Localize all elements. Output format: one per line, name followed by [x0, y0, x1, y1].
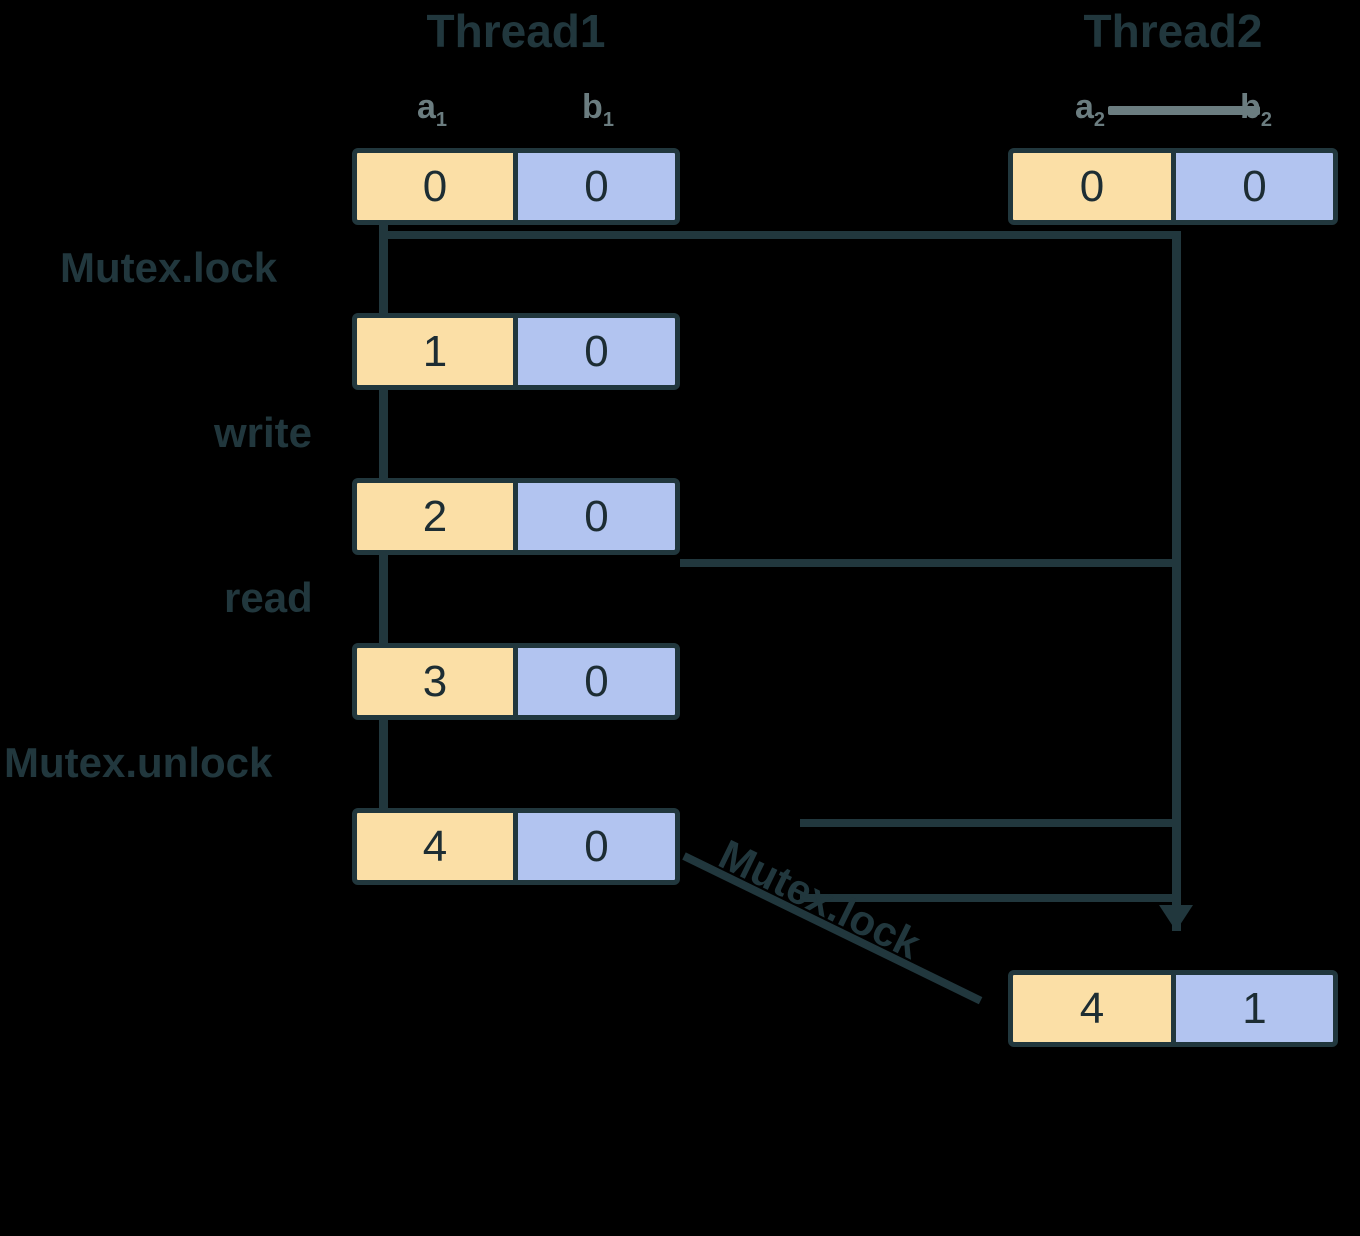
variable-b1-name: b: [582, 88, 603, 126]
operation-label-write: write: [214, 409, 313, 456]
thread1-state-0-b: 0: [518, 153, 675, 220]
variable-b2-name: b: [1240, 88, 1261, 126]
thread1-segment-4: [379, 700, 388, 840]
thread2-state-0-a: 0: [1013, 153, 1176, 220]
thread2-timeline: [1172, 231, 1181, 931]
thread1-state-4-a: 4: [357, 813, 518, 880]
thread1-state-4: 4 0: [352, 808, 680, 885]
thread1-state-2-a: 2: [357, 483, 518, 550]
thread1-state-2-b: 0: [518, 483, 675, 550]
thread1-title: Thread1: [426, 5, 606, 57]
thread1-state-0-a: 0: [357, 153, 518, 220]
thread1-state-0: 0 0: [352, 148, 680, 225]
variable-a2-subscript: 2: [1093, 108, 1106, 131]
variable-b1-subscript: 1: [602, 108, 614, 131]
variable-a2-name: a: [1074, 88, 1094, 126]
thread2-timeline-arrowhead: [1159, 905, 1193, 931]
connector-lock-top: [800, 819, 1176, 827]
variable-label-b2: b2: [1196, 88, 1316, 132]
thread1-state-3-b: 0: [518, 648, 675, 715]
operation-label-mutex-unlock: Mutex.unlock: [4, 739, 273, 786]
variable-label-a1: a1: [372, 88, 492, 132]
variable-link-bar: [1108, 106, 1260, 115]
thread1-state-1-a: 1: [357, 318, 518, 385]
variable-a1-name: a: [416, 88, 436, 126]
variable-b2-subscript: 2: [1260, 108, 1272, 131]
thread1-segment-1: [379, 205, 388, 345]
thread2-state-0-b: 0: [1176, 153, 1333, 220]
thread1-state-1-b: 0: [518, 318, 675, 385]
thread1-state-3-a: 3: [357, 648, 518, 715]
connector-lock-bottom: [800, 894, 1176, 902]
variable-a1-subscript: 1: [435, 108, 448, 131]
operation-label-mutex-lock: Mutex.lock: [60, 244, 278, 291]
thread2-state-0: 0 0: [1008, 148, 1338, 225]
thread2-state-1-a: 4: [1013, 975, 1176, 1042]
thread1-segment-3: [379, 535, 388, 675]
thread1-segment-2: [379, 370, 388, 510]
thread1-state-2: 2 0: [352, 478, 680, 555]
thread1-state-3: 3 0: [352, 643, 680, 720]
connector-state0-to-thread2: [383, 231, 1176, 239]
thread1-state-4-b: 0: [518, 813, 675, 880]
variable-label-b1: b1: [538, 88, 658, 132]
variable-label-a2: a2: [1030, 88, 1150, 132]
connector-state2-to-thread2: [680, 559, 1176, 567]
thread2-state-1-b: 1: [1176, 975, 1333, 1042]
thread2-title: Thread2: [1083, 5, 1263, 57]
thread2-state-1: 4 1: [1008, 970, 1338, 1047]
operation-label-read: read: [224, 574, 313, 621]
thread1-state-1: 1 0: [352, 313, 680, 390]
